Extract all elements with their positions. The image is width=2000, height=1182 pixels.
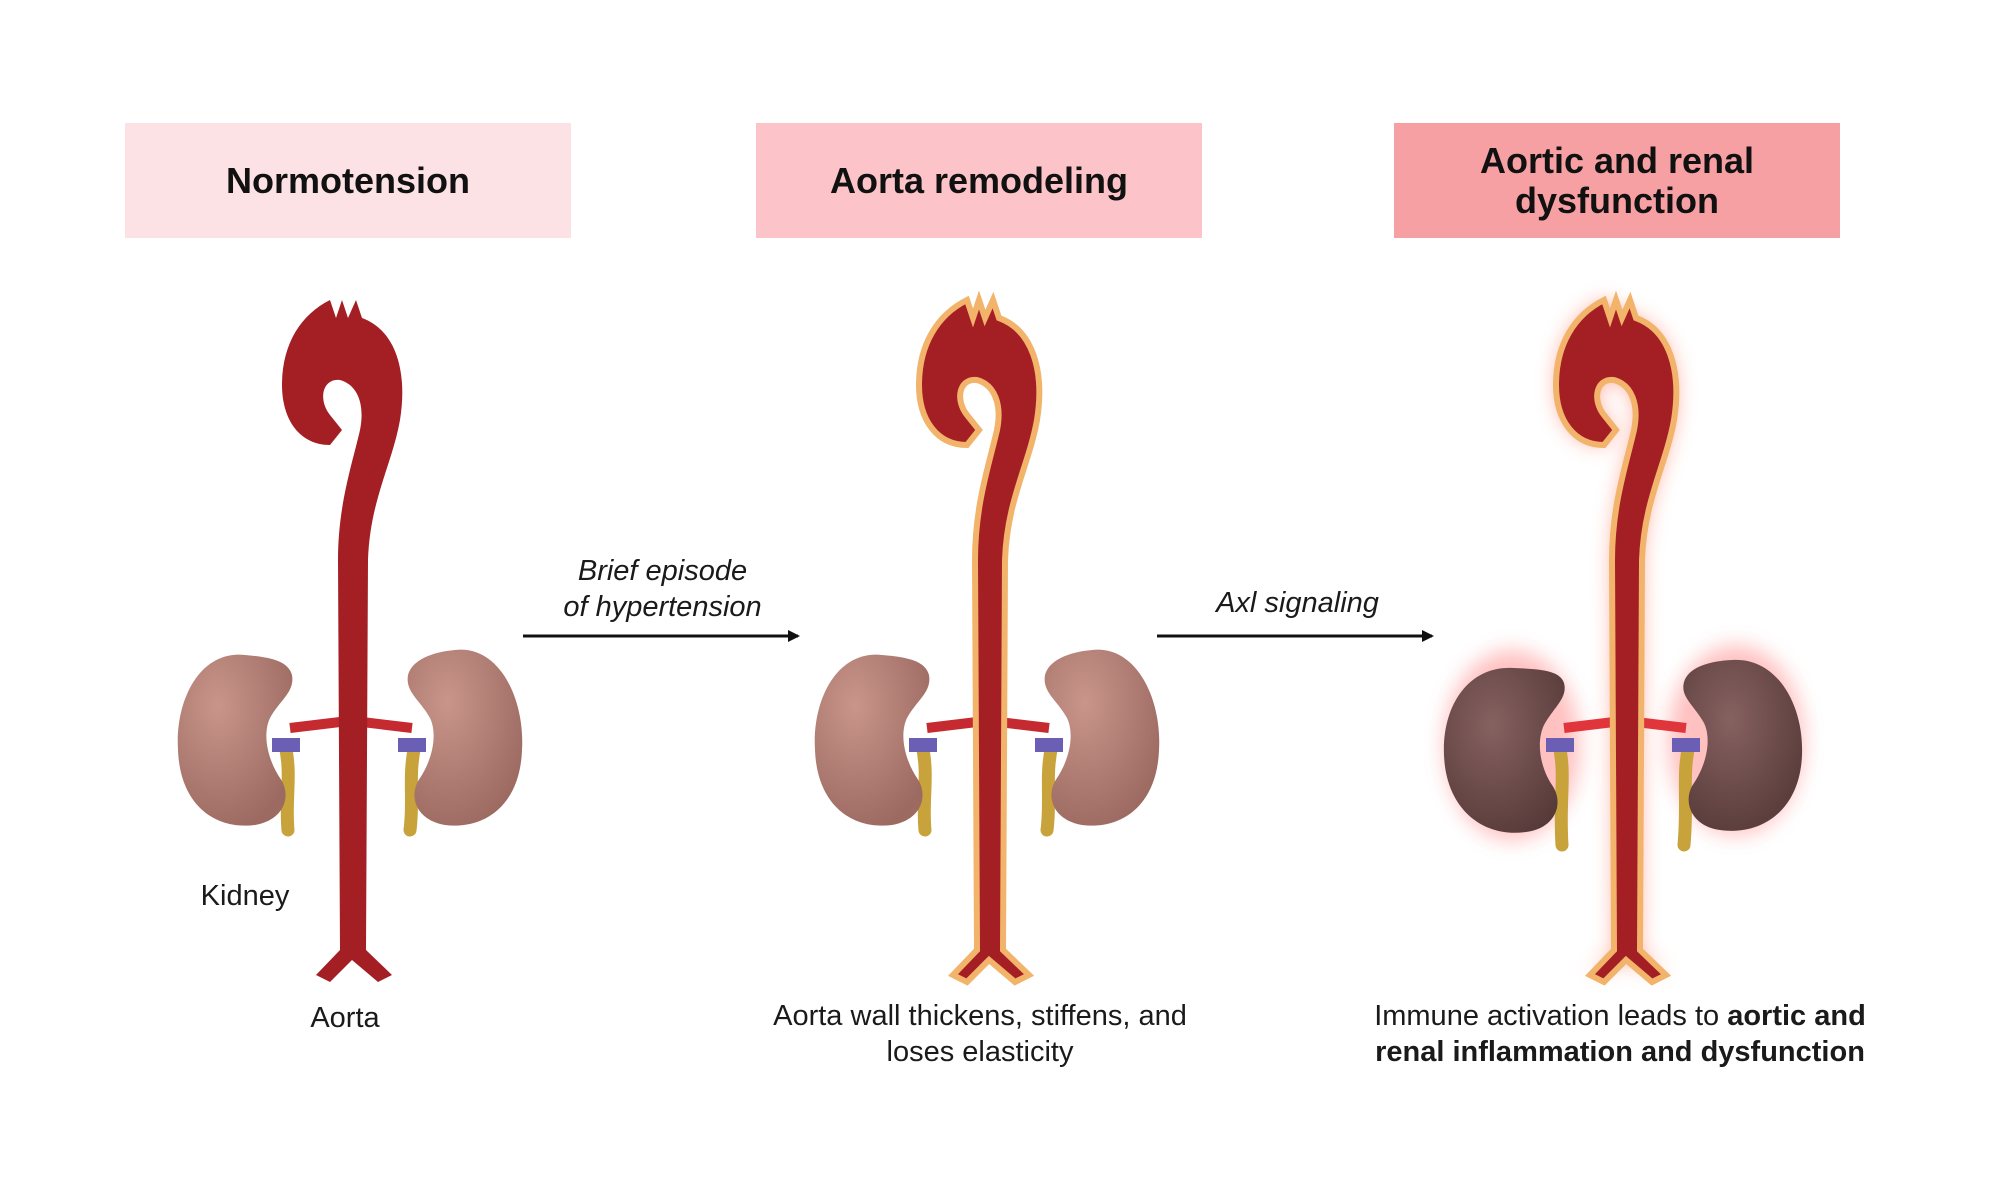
kidney-label: Kidney xyxy=(200,880,290,912)
caption-text: Immune activation leads to xyxy=(1374,1000,1728,1032)
ureter xyxy=(1677,738,1696,852)
arrow-label-line: of hypertension xyxy=(563,591,762,623)
aorta-inflamed xyxy=(1552,290,1680,986)
renal-vein xyxy=(1035,738,1063,752)
renal-vein xyxy=(272,738,300,752)
stage-title: Aorta remodeling xyxy=(829,159,1129,201)
organ-group-dysfunction xyxy=(1443,290,1804,986)
caption-line: loses elasticity xyxy=(886,1036,1074,1068)
renal-vein xyxy=(909,738,937,752)
renal-vein xyxy=(1546,738,1574,752)
renal-artery xyxy=(1563,717,1615,733)
stage-title: Aortic and renal dysfunction xyxy=(1479,139,1755,221)
aorta-label: Aorta xyxy=(310,1002,380,1034)
caption-line: Aorta wall thickens, stiffens, and xyxy=(773,1000,1187,1032)
renal-artery xyxy=(289,717,341,733)
renal-vein xyxy=(1672,738,1700,752)
stage-title: Normotension xyxy=(225,159,470,201)
stage-header-dysfunction: Aortic and renal dysfunction xyxy=(1394,123,1840,238)
arrow-label-axl: Axl signaling xyxy=(1155,585,1440,621)
renal-vein xyxy=(398,738,426,752)
kidney-right-damaged xyxy=(1683,659,1803,831)
kidney-right xyxy=(1044,649,1160,826)
ureter xyxy=(403,738,422,837)
arrow-label-line: Axl signaling xyxy=(1216,587,1379,619)
ureter xyxy=(1552,738,1569,852)
arrow-label-hypertension: Brief episode of hypertension xyxy=(520,553,805,625)
organ-group-aorta-remodeling xyxy=(814,290,1160,986)
caption-emphasis: aortic and xyxy=(1727,1000,1866,1032)
organ-group-normotension xyxy=(177,300,523,982)
caption-dysfunction: Immune activation leads to aortic and re… xyxy=(1330,998,1910,1070)
stage-header-normotension: Normotension xyxy=(125,123,571,238)
kidney-left-damaged xyxy=(1443,667,1565,833)
renal-artery xyxy=(361,717,413,733)
kidney-left xyxy=(814,654,930,826)
caption-line: Immune activation leads to aortic and xyxy=(1330,998,1910,1034)
aorta-thickened-wall xyxy=(915,290,1043,986)
caption-line: renal inflammation and dysfunction xyxy=(1330,1034,1910,1070)
kidney-right xyxy=(407,649,523,826)
caption-emphasis: renal inflammation and dysfunction xyxy=(1375,1036,1865,1068)
stage-header-aorta-remodeling: Aorta remodeling xyxy=(756,123,1202,238)
caption-aorta-remodeling: Aorta wall thickens, stiffens, and loses… xyxy=(730,998,1230,1070)
renal-artery xyxy=(926,717,978,733)
ureter xyxy=(915,738,932,837)
aorta xyxy=(282,300,403,982)
ureter xyxy=(278,738,295,837)
renal-artery xyxy=(1635,717,1687,733)
ureter xyxy=(1040,738,1059,837)
kidney-left xyxy=(177,654,293,826)
renal-artery xyxy=(998,717,1050,733)
arrow-label-line: Brief episode xyxy=(577,555,748,587)
